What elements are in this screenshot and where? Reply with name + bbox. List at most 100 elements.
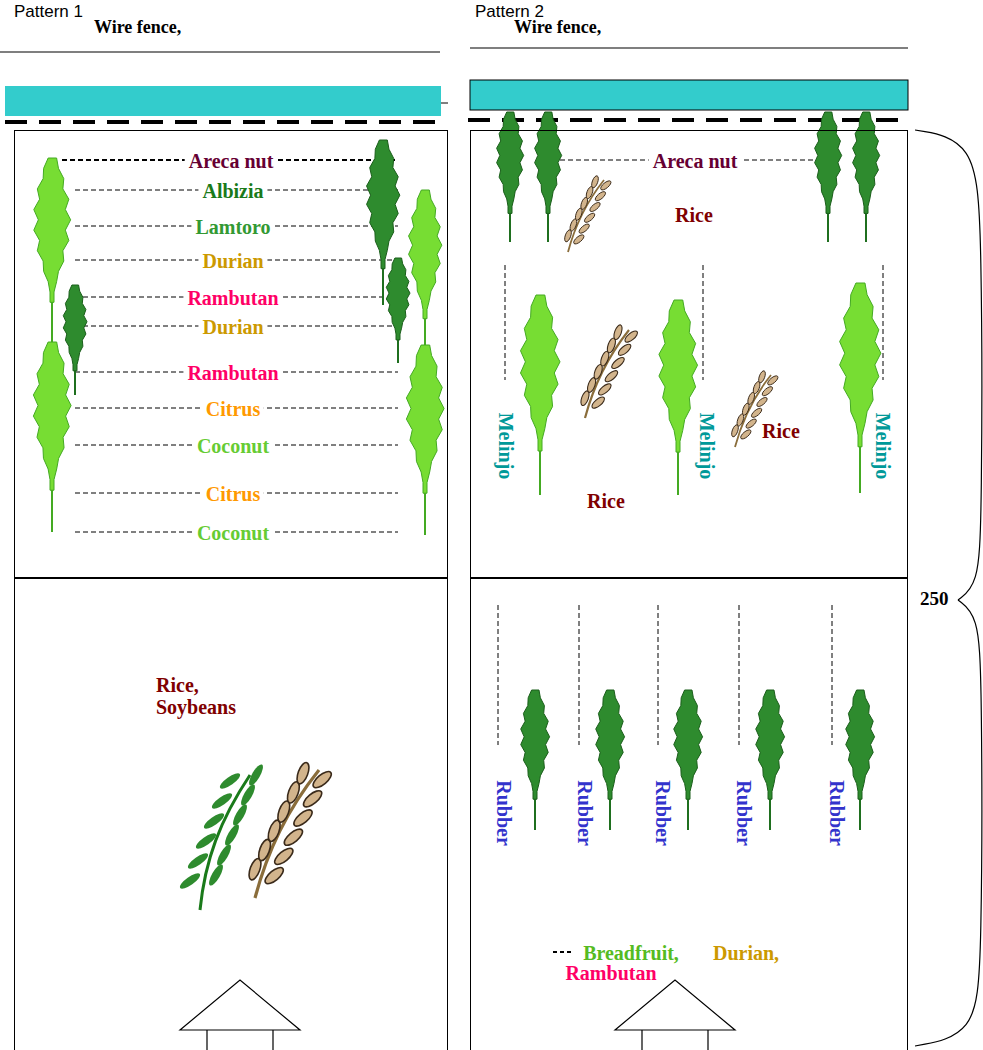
soybean-leaflet	[202, 811, 226, 831]
plant-label: Lamtoro	[191, 216, 274, 238]
rice-grain	[623, 329, 639, 344]
rice-grain	[572, 233, 585, 245]
rice-grain	[578, 222, 591, 234]
plant-label: Rambutan	[561, 962, 660, 984]
rice-grain	[745, 417, 758, 429]
plant-label: Rambutan	[183, 287, 282, 309]
tree-foliage	[367, 140, 400, 269]
rice-grain	[272, 846, 295, 868]
plant-label: Rubber	[733, 780, 755, 846]
rice-grain	[612, 324, 623, 341]
soybean-leaflet	[178, 871, 202, 891]
rice-icon	[247, 761, 334, 898]
rice-grain	[588, 201, 601, 213]
column-line	[498, 605, 499, 745]
tree	[33, 342, 71, 532]
tree-foliage	[521, 690, 550, 799]
tree-foliage	[596, 690, 625, 799]
plant-label: Durian,	[709, 942, 783, 964]
column-line	[703, 265, 704, 380]
tree-foliage	[406, 345, 444, 493]
rice-grain	[610, 356, 626, 371]
tree	[659, 300, 698, 495]
field-plot: Areca nutRiceMelinjoMelinjoRiceMelinjoRi…	[470, 130, 908, 578]
soybean-leaflet	[218, 771, 242, 791]
rice-grain	[590, 175, 599, 189]
tree-foliage	[756, 690, 785, 799]
fence-bar	[470, 80, 908, 110]
pattern-title: Pattern 1	[12, 2, 85, 22]
plant-label: Rambutan	[183, 362, 282, 384]
field-plot: RubberRubberRubberRubberRubberBreadfruit…	[470, 578, 908, 1050]
soybean-leaflet	[247, 763, 266, 788]
plant-label: Melinjo	[495, 413, 517, 480]
rice-icon	[563, 175, 612, 252]
field-plot: Rice, Soybeans	[14, 578, 448, 1050]
rice-grain	[599, 179, 612, 191]
rice-grain	[291, 807, 314, 829]
fence-dashed-line	[5, 120, 440, 124]
tree-foliage	[386, 258, 410, 340]
tree	[535, 112, 562, 242]
fence-bar	[5, 86, 441, 116]
tree	[521, 690, 550, 830]
house-roof	[615, 980, 735, 1030]
plant-label: Coconut	[193, 435, 273, 457]
tree	[853, 112, 880, 242]
dimension-bracket	[915, 130, 982, 600]
rice-stem	[585, 330, 629, 418]
house-roof	[180, 980, 300, 1030]
rice-grain	[755, 396, 768, 408]
field-plot: Areca nutAlbiziaLamtoroDurianRambutanDur…	[14, 130, 448, 578]
tree-foliage	[674, 690, 703, 799]
soybean-leaflet	[186, 851, 210, 871]
column-line	[658, 605, 659, 745]
rice-grain	[757, 370, 766, 384]
rice-stem	[255, 770, 319, 898]
tree	[409, 190, 442, 355]
rice-grain	[301, 788, 324, 810]
tree	[756, 690, 785, 830]
tree-foliage	[33, 342, 71, 490]
tree	[63, 285, 87, 395]
rice-grain	[750, 407, 763, 419]
plant-label: Albizia	[198, 180, 267, 202]
house-walls	[207, 1030, 273, 1050]
soybean-icon	[178, 763, 266, 910]
column-line	[739, 605, 740, 745]
rice-grain	[739, 428, 752, 440]
soybean-leaflet	[239, 783, 258, 808]
soybean-leaflet	[194, 831, 218, 851]
tree-foliage	[815, 112, 842, 213]
plant-label: Rubber	[574, 780, 596, 846]
soybean-leaflet	[210, 791, 234, 811]
tree-foliage	[853, 112, 880, 213]
dimension-label: 250	[918, 588, 951, 610]
plant-label: Rice	[671, 204, 717, 226]
house	[180, 980, 300, 1050]
tree-foliage	[535, 112, 562, 213]
dimension-bracket	[915, 600, 982, 1046]
house	[615, 980, 735, 1050]
house-walls	[642, 1030, 708, 1050]
rice-stem	[568, 180, 604, 252]
fence-wire	[0, 51, 440, 52]
plant-label: Rubber	[652, 780, 674, 846]
plant-label: Rice	[583, 490, 629, 512]
rice-icon	[579, 324, 639, 418]
rice-grain	[295, 761, 312, 785]
plant-label: Areca nut	[649, 150, 742, 172]
tree-foliage	[63, 285, 87, 371]
fence-wire	[470, 47, 908, 48]
tree	[406, 345, 444, 535]
rice-grain	[597, 382, 613, 397]
rice-grain	[603, 369, 619, 384]
plant-label: Citrus	[202, 398, 264, 420]
plant-label: Melinjo	[696, 413, 718, 480]
tree	[520, 295, 560, 495]
rice-grain	[282, 826, 305, 848]
soybean-leaflet	[207, 863, 226, 888]
rice-grain	[583, 212, 596, 224]
